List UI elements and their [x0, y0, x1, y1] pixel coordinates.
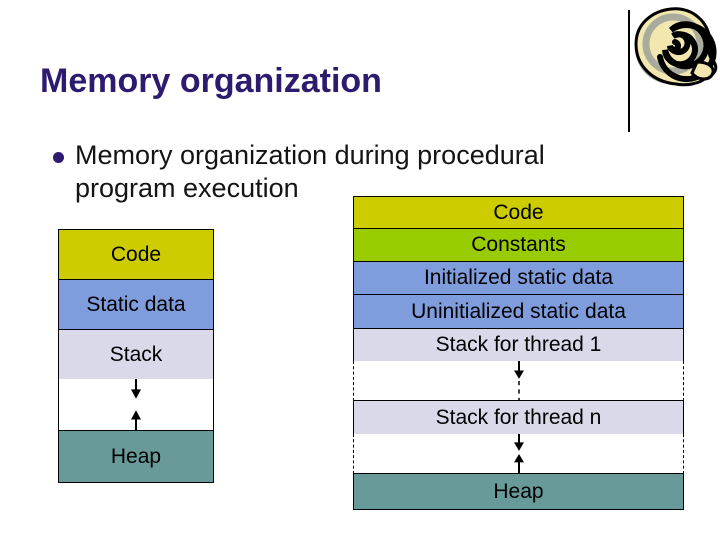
- segment-initialized-static-data: Initialized static data: [353, 261, 684, 295]
- segment-label: Code: [493, 200, 544, 224]
- down-arrow-icon: [514, 361, 524, 379]
- down-arrow-icon: [131, 379, 141, 399]
- snail-shell-icon: [634, 7, 718, 87]
- segment-free-space-2: [353, 434, 684, 474]
- page-title: Memory organization: [40, 62, 382, 100]
- bullet-line-2: program execution: [75, 173, 299, 203]
- growth-arrows: [131, 379, 141, 431]
- bullet-text: Memory organization during procedural pr…: [75, 139, 617, 205]
- bullet-icon: [53, 152, 64, 163]
- memory-diagram-multi-thread: Code Constants Initialized static data U…: [353, 196, 684, 510]
- segment-constants: Constants: [353, 228, 684, 262]
- segment-label: Heap: [110, 444, 162, 468]
- segment-uninitialized-static-data: Uninitialized static data: [353, 294, 684, 329]
- segment-label: Initialized static data: [423, 266, 614, 289]
- segment-label: Uninitialized static data: [411, 299, 626, 323]
- down-arrow-icon: [514, 434, 524, 451]
- segment-label: Stack: [109, 342, 163, 366]
- segment-free-space-1: [353, 361, 684, 401]
- segment-heap: Heap: [353, 473, 684, 510]
- segment-label: Static data: [86, 292, 186, 316]
- segment-code: Code: [353, 196, 684, 229]
- segment-label: Stack for thread n: [435, 405, 602, 429]
- bullet-item: Memory organization during procedural pr…: [47, 139, 617, 205]
- segment-label: Code: [110, 242, 162, 266]
- segment-heap: Heap: [58, 430, 214, 483]
- divider-line: [628, 10, 630, 132]
- up-arrow-icon: [514, 454, 524, 474]
- segment-label: Stack for thread 1: [435, 333, 602, 356]
- bullet-line-1: Memory organization during procedural: [75, 140, 545, 170]
- segment-stack-thread-n: Stack for thread n: [353, 400, 684, 435]
- segment-stack: Stack: [58, 329, 214, 380]
- segment-label: Constants: [471, 233, 566, 256]
- memory-diagram-single-thread: Code Static data Stack Heap: [58, 229, 214, 483]
- segment-label: Heap: [493, 479, 544, 503]
- segment-code: Code: [58, 229, 214, 280]
- segment-static-data: Static data: [58, 279, 214, 330]
- segment-free-space: [58, 379, 214, 431]
- growth-arrows: [514, 434, 524, 474]
- segment-stack-thread-1: Stack for thread 1: [353, 328, 684, 362]
- up-arrow-icon: [131, 410, 141, 431]
- growth-arrows: [514, 361, 524, 401]
